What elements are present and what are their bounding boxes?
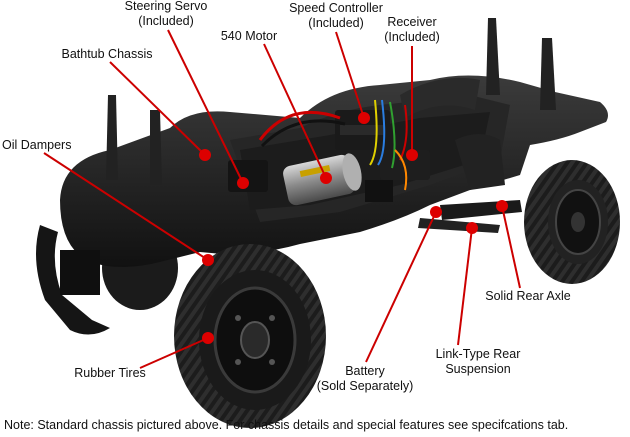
label-steering-servo: Steering Servo (Included)	[124, 0, 208, 28]
callout-line-bathtub-chassis	[109, 61, 206, 156]
dot-steering-servo	[237, 177, 249, 189]
callout-line-battery	[365, 211, 437, 363]
callout-line-speed-controller	[335, 31, 365, 119]
dot-link-suspension	[466, 222, 478, 234]
dot-speed-controller	[358, 112, 370, 124]
rear-right-wheel	[524, 160, 620, 284]
callout-line-link-suspension	[457, 227, 473, 346]
callout-line-540-motor	[263, 43, 327, 179]
dot-540-motor	[320, 172, 332, 184]
label-rubber-tires: Rubber Tires	[74, 366, 146, 380]
label-solid-rear-axle: Solid Rear Axle	[485, 289, 571, 303]
chassis-illustration	[36, 18, 620, 428]
callout-line-oil-dampers	[43, 152, 209, 261]
callout-line-solid-rear-axle	[501, 205, 521, 289]
label-speed-controller: Speed Controller (Included)	[289, 1, 383, 30]
callout-line-rubber-tires	[139, 337, 209, 369]
label-link-type-rear-suspension: Link-Type Rear Suspension	[435, 347, 521, 376]
callouts	[43, 29, 521, 369]
label-receiver: Receiver (Included)	[384, 15, 440, 44]
dot-solid-rear-axle	[496, 200, 508, 212]
label-540-motor: 540 Motor	[220, 29, 278, 43]
dot-bathtub-chassis	[199, 149, 211, 161]
label-battery: Battery (Sold Separately)	[316, 364, 414, 393]
footer-note: Note: Standard chassis pictured above. F…	[4, 418, 569, 432]
label-bathtub-chassis: Bathtub Chassis	[61, 47, 153, 61]
dot-receiver	[406, 149, 418, 161]
callout-dots	[199, 112, 508, 344]
callout-line-steering-servo	[167, 29, 244, 184]
label-oil-dampers: Oil Dampers	[2, 138, 72, 152]
front-bumper	[36, 225, 110, 335]
front-near-wheel	[174, 244, 326, 428]
motor-shape	[283, 153, 362, 206]
dot-battery	[430, 206, 442, 218]
dot-rubber-tires	[202, 332, 214, 344]
dot-oil-dampers	[202, 254, 214, 266]
